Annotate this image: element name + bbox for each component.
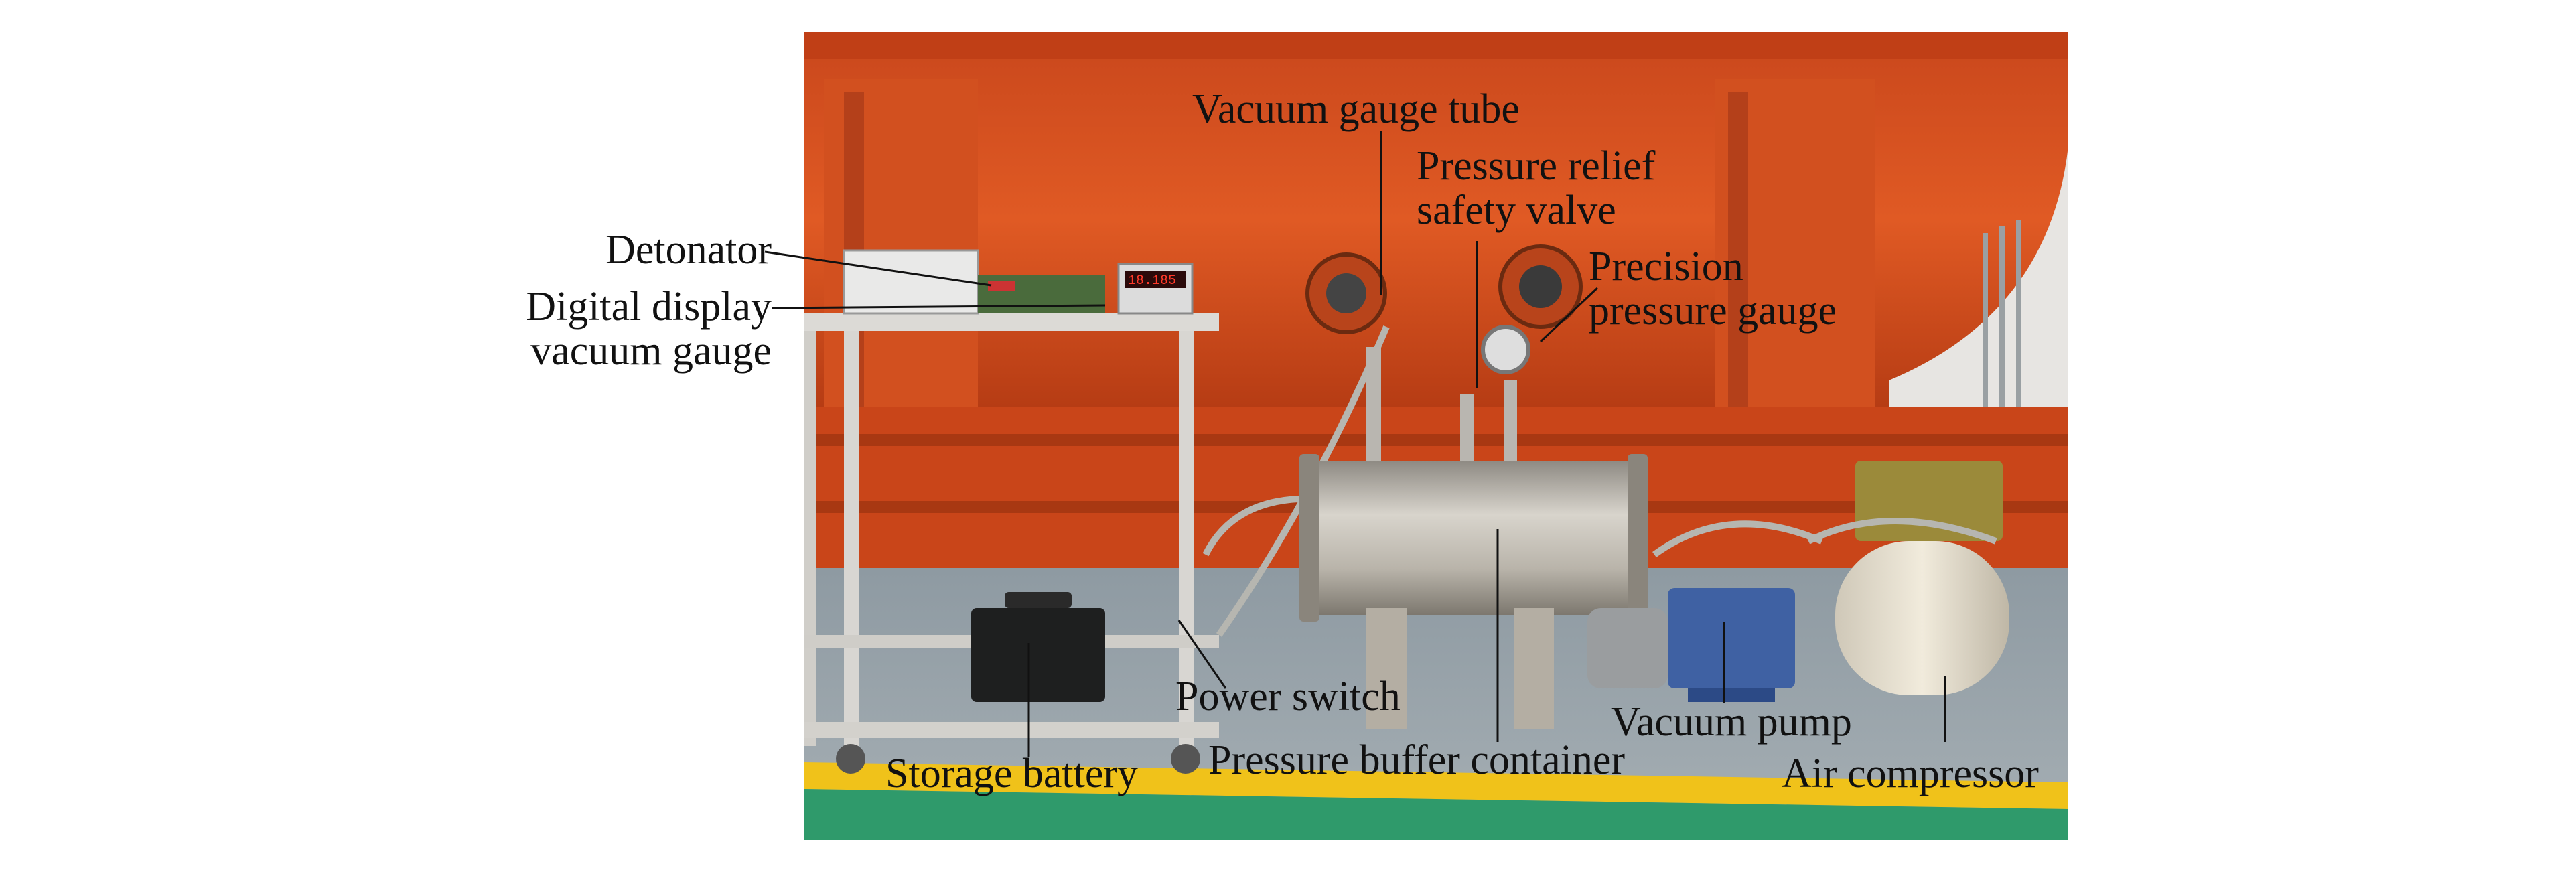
- label-power-switch: Power switch: [1175, 674, 1401, 719]
- photo-rendering: 18.185: [804, 32, 2068, 840]
- label-air-compressor: Air compressor: [1782, 751, 2039, 796]
- label-precision-pressure-gauge: Precision pressure gauge: [1589, 244, 1837, 334]
- label-storage-battery: Storage battery: [885, 751, 1139, 796]
- label-pressure-buffer-container: Pressure buffer container: [1208, 737, 1626, 783]
- svg-text:18.185: 18.185: [1128, 273, 1176, 289]
- label-vacuum-gauge-tube: Vacuum gauge tube: [1192, 86, 1520, 132]
- label-detonator: Detonator: [605, 227, 772, 273]
- air-compressor: [1652, 461, 2009, 695]
- label-digital-display-vacuum-gauge: Digital display vacuum gauge: [526, 284, 772, 374]
- vacuum-pump: [1587, 588, 1795, 702]
- label-vacuum-pump: Vacuum pump: [1611, 699, 1852, 745]
- label-pressure-relief-safety-valve: Pressure relief safety valve: [1417, 143, 1656, 233]
- experiment-setup-photo: 18.185: [804, 32, 2068, 840]
- buffer-container: [1299, 325, 1648, 729]
